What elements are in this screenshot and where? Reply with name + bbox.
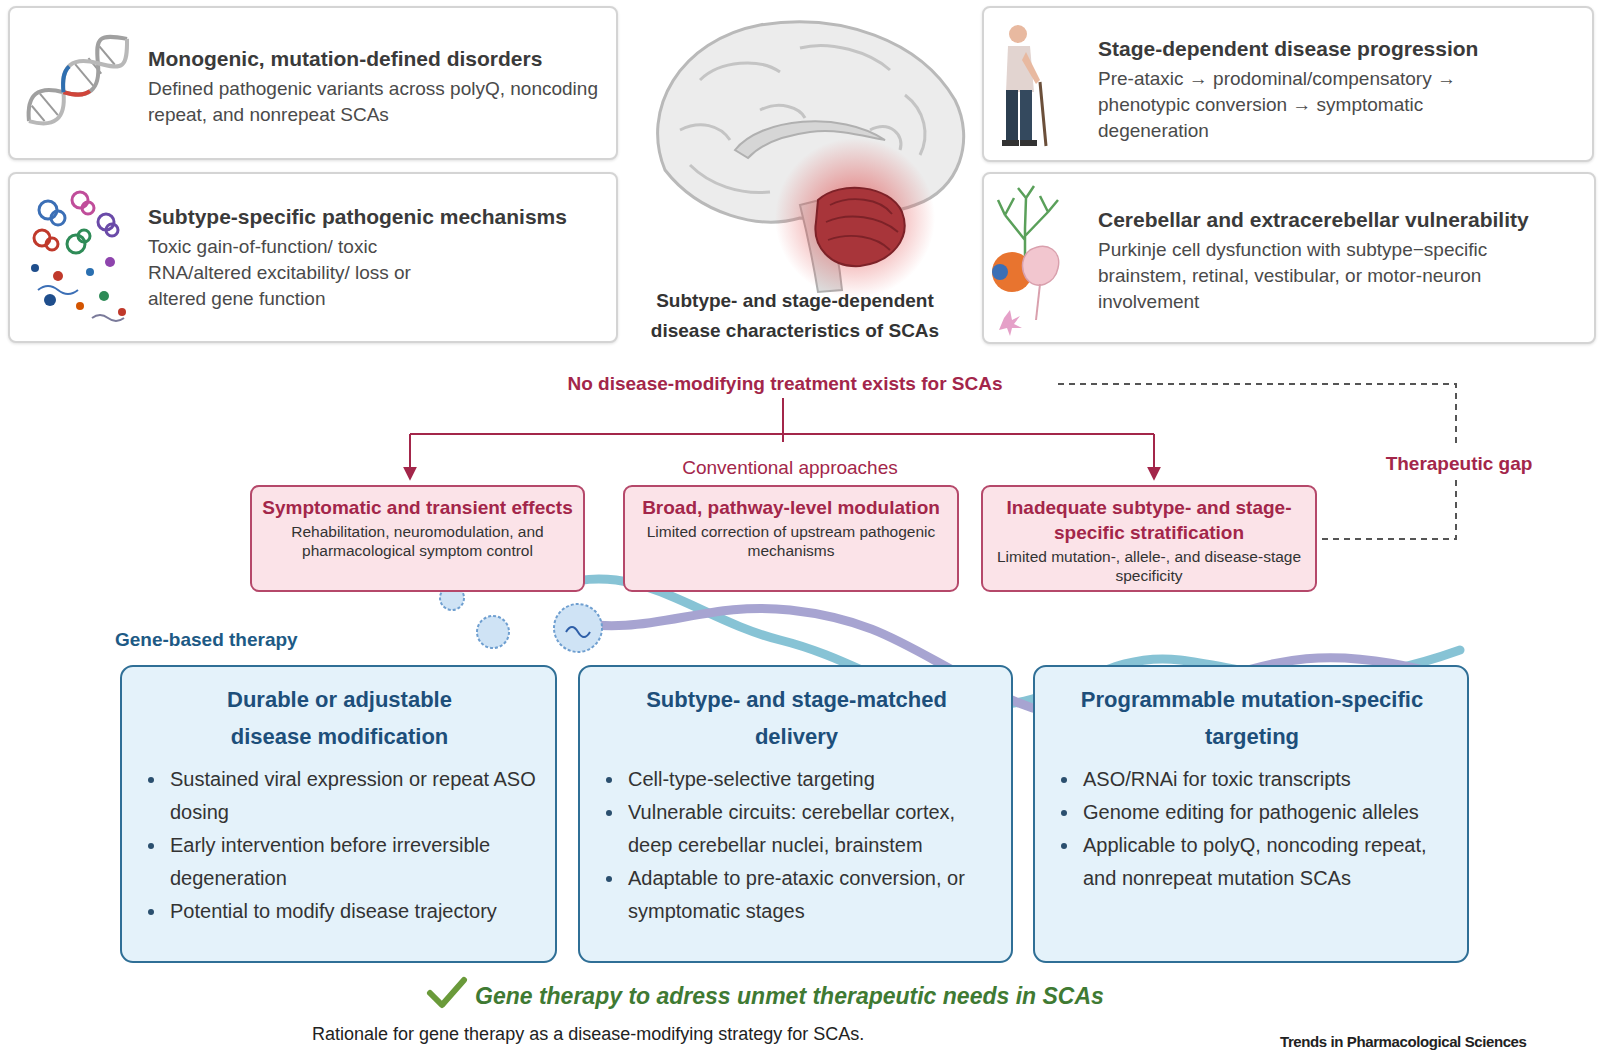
box-body: Limited correction of upstream pathogeni… [635,522,947,560]
box-heading: Symptomatic and transient effects [262,495,573,520]
feature-box: Cerebellar and extracerebellar vulnerabi… [982,172,1596,344]
box-body: Pre-ataxic → prodominal/compensatory → p… [1098,66,1498,144]
box-heading: Subtype-specific pathogenic mechanisms [148,203,616,231]
therapy-box: Programmable mutation-specific targeting… [1033,665,1469,963]
bullet-item: ASO/RNAi for toxic transcripts [1053,763,1451,796]
box-body: Rehabilitation, neuromodulation, and pha… [262,522,573,560]
illustration-label: Subtype- and stage-dependent disease cha… [630,286,960,346]
feature-box: Monogenic, mutation-defined disordersDef… [8,6,618,160]
bullet-item: Early intervention before irreversible d… [140,829,539,895]
feature-box: Subtype-specific pathogenic mechanismsTo… [8,172,618,343]
group-label: Conventional approaches [640,456,940,480]
bullet-item: Genome editing for pathogenic alleles [1053,796,1451,829]
box-heading: Stage-dependent disease progression [1098,35,1592,63]
bullet-item: Adaptable to pre-ataxic conversion, or s… [598,862,995,928]
statement-label: No disease-modifying treatment exists fo… [530,372,1040,396]
journal-label: Trends in Pharmacological Sciences [1280,1032,1598,1052]
box-body: Purkinje cell dysfunction with subtype−s… [1098,237,1508,315]
bullet-item: Applicable to polyQ, noncoding repeat, a… [1053,829,1451,895]
bullet-item: Cell-type-selective targeting [598,763,995,796]
vector-particle [554,604,602,652]
therapy-box: Durable or adjustable disease modificati… [120,665,557,963]
box-heading: Inadequate subtype- and stage-specific s… [993,495,1305,545]
box-heading: Durable or adjustable disease modificati… [190,681,490,755]
check-mark [430,980,464,1005]
box-heading: Broad, pathway-level modulation [635,495,947,520]
box-heading: Programmable mutation-specific targeting [1053,681,1451,755]
vector-particle [477,616,509,648]
bullet-item: Potential to modify disease trajectory [140,895,539,928]
gap-label: Therapeutic gap [1364,452,1554,476]
group-label: Gene-based therapy [115,628,415,652]
figure-caption: Rationale for gene therapy as a disease-… [312,1023,1112,1045]
conclusion-label: Gene therapy to adress unmet therapeutic… [475,982,1195,1010]
limitation-box: Inadequate subtype- and stage-specific s… [981,485,1317,592]
box-heading: Subtype- and stage-matched delivery [637,681,957,755]
limitation-box: Broad, pathway-level modulationLimited c… [623,485,959,592]
box-body: Limited mutation-, allele-, and disease-… [993,547,1305,585]
limitation-box: Symptomatic and transient effectsRehabil… [250,485,585,592]
feature-box: Stage-dependent disease progressionPre-a… [982,6,1594,162]
box-body: Toxic gain-of-function/ toxic RNA/altere… [148,234,448,312]
vector-genome [566,627,590,637]
box-heading: Cerebellar and extracerebellar vulnerabi… [1098,206,1594,234]
bullet-item: Sustained viral expression or repeat ASO… [140,763,539,829]
bullet-item: Vulnerable circuits: cerebellar cortex, … [598,796,995,862]
box-body: Defined pathogenic variants across polyQ… [148,76,598,128]
therapy-box: Subtype- and stage-matched deliveryCell-… [578,665,1013,963]
brain-illustration [658,22,964,298]
box-heading: Monogenic, mutation-defined disorders [148,45,616,73]
